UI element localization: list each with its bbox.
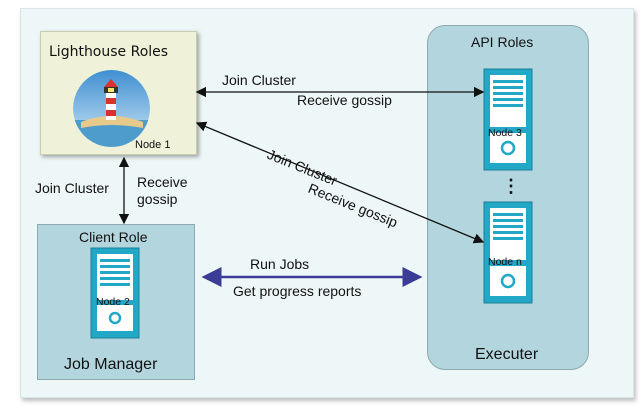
receive-gossip-label-top: Receive gossip <box>297 92 392 108</box>
node-2-server-icon <box>90 247 140 339</box>
lighthouse-noden-arrow <box>195 121 485 244</box>
nodes-ellipsis: ⋮ <box>502 176 520 196</box>
api-roles-title: API Roles <box>471 34 534 50</box>
lighthouse-roles-title: Lighthouse Roles <box>49 44 169 60</box>
node-3-label: Node 3 <box>488 127 522 139</box>
job-manager-label: Job Manager <box>64 356 158 373</box>
gossip-label-vertical: gossip <box>137 191 178 207</box>
progress-reports-label: Get progress reports <box>233 283 362 299</box>
join-cluster-label-vertical: Join Cluster <box>35 180 109 196</box>
join-cluster-label-top: Join Cluster <box>222 72 296 88</box>
node-1-label: Node 1 <box>135 139 171 151</box>
node-3-server-icon <box>483 68 533 171</box>
run-jobs-label: Run Jobs <box>250 256 310 272</box>
client-role-title: Client Role <box>79 229 148 245</box>
receive-label-vertical: Receive <box>137 174 188 190</box>
node-n-server-icon <box>483 201 533 304</box>
executer-label: Executer <box>475 346 539 363</box>
node-2-label: Node 2 <box>96 296 130 308</box>
node-n-label: Node n <box>488 256 522 268</box>
